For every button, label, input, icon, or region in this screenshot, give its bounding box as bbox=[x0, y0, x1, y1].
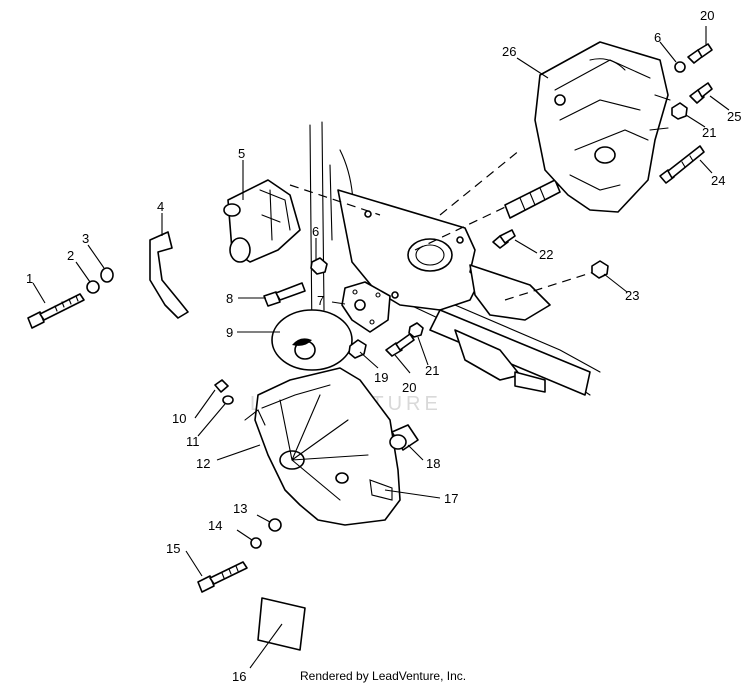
drive-pulley-part-9 bbox=[271, 309, 353, 371]
starter-part-5 bbox=[223, 179, 301, 263]
bolt-part-24 bbox=[659, 145, 705, 184]
callout-1: 1 bbox=[26, 271, 33, 286]
nut-part-23 bbox=[591, 260, 609, 279]
callout-6-upper: 6 bbox=[654, 30, 661, 45]
bolt-part-1 bbox=[27, 293, 85, 329]
bolt-part-22 bbox=[492, 229, 516, 249]
callout-2: 2 bbox=[67, 248, 74, 263]
callout-24: 24 bbox=[711, 173, 725, 188]
callout-11: 11 bbox=[186, 434, 200, 449]
bolt-part-20-upper bbox=[687, 43, 713, 64]
washer-part-2 bbox=[86, 280, 100, 294]
plate-part-7 bbox=[341, 281, 391, 333]
nut-part-21-lower bbox=[408, 322, 424, 338]
callout-12: 12 bbox=[196, 456, 210, 471]
callout-20-lower: 20 bbox=[402, 380, 416, 395]
callout-18: 18 bbox=[426, 456, 440, 471]
callout-19: 19 bbox=[374, 370, 388, 385]
spacer-part-18 bbox=[389, 424, 419, 451]
washer-part-13 bbox=[268, 518, 282, 532]
leader-lines bbox=[32, 26, 730, 669]
callout-8: 8 bbox=[226, 291, 233, 306]
callout-20-upper: 20 bbox=[700, 8, 714, 23]
callout-17: 17 bbox=[444, 491, 458, 506]
callout-5: 5 bbox=[238, 146, 245, 161]
bolt-part-8 bbox=[263, 282, 306, 307]
callout-9: 9 bbox=[226, 325, 233, 340]
frame-tube bbox=[429, 264, 591, 396]
callout-7: 7 bbox=[317, 293, 324, 308]
bolt-part-20-lower bbox=[385, 333, 415, 357]
drive-shaft bbox=[504, 179, 561, 219]
bracket-part-4 bbox=[149, 231, 189, 319]
callout-21-upper: 21 bbox=[702, 125, 716, 140]
callout-22: 22 bbox=[539, 247, 553, 262]
callout-14: 14 bbox=[208, 518, 222, 533]
washer-part-11 bbox=[222, 395, 234, 405]
callout-4: 4 bbox=[157, 199, 164, 214]
callout-labels: 1 2 3 4 5 6 6 7 8 9 10 11 12 13 14 15 16… bbox=[26, 8, 741, 684]
nut-part-21-upper bbox=[671, 102, 688, 120]
callout-21-lower: 21 bbox=[425, 363, 439, 378]
washer-part-14 bbox=[250, 537, 262, 549]
nut-part-6-left bbox=[310, 257, 328, 275]
callout-3: 3 bbox=[82, 231, 89, 246]
callout-26: 26 bbox=[502, 44, 516, 59]
callout-23: 23 bbox=[625, 288, 639, 303]
callout-10: 10 bbox=[172, 411, 186, 426]
bolt-part-25 bbox=[689, 82, 713, 104]
bolt-part-15 bbox=[197, 561, 248, 593]
credit-text: Rendered by LeadVenture, Inc. bbox=[300, 669, 466, 683]
callout-15: 15 bbox=[166, 541, 180, 556]
engine-mount-plate bbox=[337, 189, 481, 311]
callout-13: 13 bbox=[233, 501, 247, 516]
callout-16: 16 bbox=[232, 669, 246, 684]
transmission-part-26 bbox=[534, 41, 671, 213]
washer-part-6-upper bbox=[674, 61, 686, 73]
callout-6-left: 6 bbox=[312, 224, 319, 239]
washer-part-3 bbox=[100, 267, 114, 283]
belt-guard-part-12 bbox=[244, 367, 401, 526]
bolt-part-10 bbox=[214, 379, 229, 393]
callout-25: 25 bbox=[727, 109, 741, 124]
